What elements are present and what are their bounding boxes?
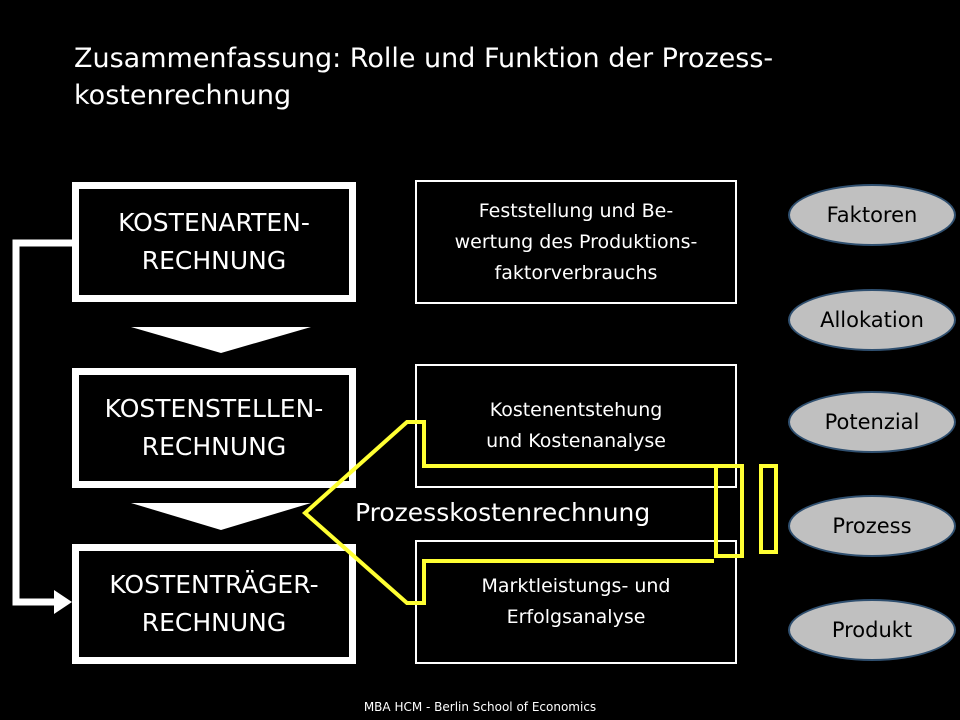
down-arrow-2 [131,503,311,530]
kostenanalyse-line-1: Kostenentstehung [489,399,663,421]
oval-allokation: Allokation [788,289,956,351]
faktorverbrauch-line-2: wertung des Produktions- [454,230,698,253]
highlight-bar-left [714,464,744,558]
kostenstellen-line-1: KOSTENSTELLEN- [104,394,324,423]
oval-prozess: Prozess [788,495,956,557]
bypass-arrowhead [54,590,72,614]
kostenarten-line-1: KOSTENARTEN- [118,208,310,237]
faktorverbrauch-line-1: Feststellung und Be- [478,199,674,222]
bypass-connector [12,239,74,606]
oval-produkt: Produkt [788,599,956,661]
highlight-bar-right [759,464,778,554]
title-line-2: kostenrechnung [74,80,292,111]
prozesskostenrechnung-label: Prozesskostenrechnung [355,498,651,527]
erfolgsanalyse-line-1: Marktleistungs- und [481,575,671,597]
oval-faktoren: Faktoren [788,184,956,246]
erfolgsanalyse-line-2: Erfolgsanalyse [506,606,646,628]
kostentraeger-line-2: RECHNUNG [141,608,287,637]
faktorverbrauch-line-3: faktorverbrauchs [494,261,658,284]
faktorverbrauch-box: Feststellung und Be- wertung des Produkt… [415,180,737,304]
prozesskosten-highlight-arrow [301,420,714,605]
oval-potenzial: Potenzial [788,391,956,453]
kostenarten-box: KOSTENARTEN- RECHNUNG [72,182,356,302]
footer-text: MBA HCM - Berlin School of Economics [363,700,597,714]
title-line-1: Zusammenfassung: Rolle und Funktion der … [74,43,774,74]
kostentraeger-box: KOSTENTRÄGER- RECHNUNG [72,544,356,664]
page-title: Zusammenfassung: Rolle und Funktion der … [74,40,874,114]
kostenanalyse-line-2: und Kostenanalyse [486,430,666,452]
down-arrow-1 [131,327,311,353]
kostenstellen-box: KOSTENSTELLEN- RECHNUNG [72,368,356,488]
kostenarten-line-2: RECHNUNG [141,246,287,275]
kostenstellen-line-2: RECHNUNG [141,432,287,461]
kostentraeger-line-1: KOSTENTRÄGER- [109,570,319,599]
